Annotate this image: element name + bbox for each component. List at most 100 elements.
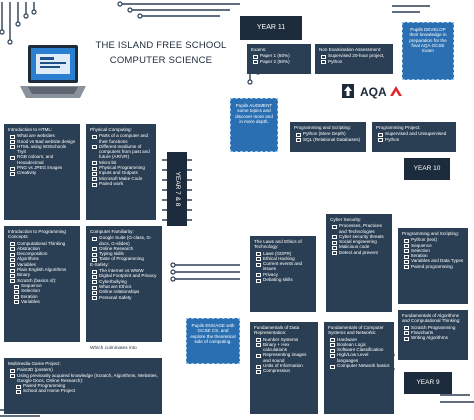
list-item: High/Low Level languages	[328, 352, 390, 363]
list-item: Software Classification	[328, 347, 390, 354]
list-item: Current events and issues	[254, 261, 312, 272]
list-item: Units of Information	[254, 363, 314, 370]
list-item: Supervised 20-hour project,	[319, 53, 389, 60]
list-item: Computational Thinking	[8, 241, 76, 247]
panel-title: Programming and Scripting:	[402, 231, 459, 236]
list-item: Iteration	[12, 294, 76, 300]
list-item: Boolean Logic	[328, 342, 390, 348]
list-item: Personal Safety	[90, 295, 158, 301]
title-line-1: THE ISLAND FREE SCHOOL	[95, 40, 227, 51]
list-item: Paper 2 (50%)	[251, 59, 307, 65]
nea-panel: Non Examination Assessment: Supervised 2…	[315, 44, 393, 74]
pupils-augment-callout: Pupils AUGMENT some topics and discover …	[230, 98, 278, 152]
list-item: What are websites	[8, 133, 76, 140]
list-item: Inputs and Outputs	[90, 170, 152, 177]
list-item: Writing Algorithms	[402, 335, 464, 342]
list-item: Variables	[8, 262, 76, 268]
algorithms-panel: Fundamentals of Algorithms and Computati…	[398, 310, 468, 360]
list-item: Paint3D (posters)	[8, 367, 158, 374]
list-item: What are Ethics	[90, 284, 158, 290]
list-item: Debating skills	[254, 277, 312, 284]
list-item: Variables	[12, 299, 76, 305]
list-item: Online relationships	[90, 289, 158, 296]
laptop-illustration	[20, 45, 86, 98]
list-item: Iteration	[402, 253, 464, 260]
panel-title: Physical Computing:	[90, 127, 132, 132]
list-item: Cyberbullying	[90, 279, 158, 285]
list-item: Computer Network basics	[328, 363, 390, 370]
list-item: Hardware	[328, 337, 390, 343]
intro-html-panel: Introduction to HTML: What are websites …	[4, 124, 80, 220]
list-item: Laws (GDPR)	[254, 251, 312, 257]
panel-title: Multimedia Game Project:	[8, 361, 61, 366]
list-item: Python (More Depth)	[294, 131, 362, 138]
list-item: Sequence	[402, 243, 464, 249]
list-item: Paper 1 (50%)	[251, 53, 307, 60]
cyber-security-panel: Cyber Security: Processes, Practices and…	[326, 214, 392, 312]
list-item: Digital Footprint and Privacy	[90, 273, 158, 280]
panel-title: Fundamentals of Algorithms and Computati…	[402, 313, 461, 324]
pupils-develop-callout: Pupils DEVELOP their knowledge in prepar…	[402, 22, 454, 80]
list-item: Binary	[8, 272, 76, 279]
list-item: Python	[376, 137, 452, 143]
panel-title: Fundamentals of Data Representation:	[254, 325, 300, 336]
list-item: School and Home Project	[14, 388, 158, 395]
list-item: Algorithms	[8, 256, 76, 263]
list-item: Parts of a computer and their functions	[90, 133, 152, 144]
chip-icon	[162, 152, 192, 226]
year-7-8-tag: YEAR 7 & 8	[174, 171, 181, 207]
list-item: Different mediums of computers from past…	[90, 144, 152, 160]
list-item: Flowcharts	[402, 330, 464, 336]
nea-title: Non Examination Assessment:	[319, 47, 382, 52]
panel-title: The Laws and Ethics of Technology:	[254, 239, 302, 250]
physical-computing-panel: Physical Computing: Parts of a computer …	[86, 124, 156, 220]
list-item: Selection	[12, 288, 76, 295]
list-item: Scratch Programming	[402, 325, 464, 331]
intro-programming-panel: Introduction to Programming Concepts: Co…	[4, 226, 80, 342]
list-item: Privacy	[254, 272, 312, 278]
fundamentals-data-panel: Fundamentals of Data Representation: Num…	[250, 322, 318, 414]
aqa-logo: AQA	[360, 83, 404, 99]
list-item: Abstraction	[8, 246, 76, 252]
list-item: Physical Programming	[90, 165, 152, 172]
panel-title: Programming and Scripting:	[294, 125, 351, 130]
list-item: Online Research	[90, 246, 158, 252]
list-item: Paired work	[90, 181, 152, 187]
arrow-up-icon	[342, 84, 354, 98]
list-item: Sequence	[12, 283, 76, 289]
list-item: Using previously acquired knowledge (Scr…	[8, 373, 158, 384]
list-item: Good vs Bad website design	[8, 139, 76, 145]
list-item: Python	[319, 59, 389, 65]
list-item: Supervised and Unsupervised	[376, 131, 452, 138]
aqa-logo-text: AQA	[360, 85, 387, 99]
fundamentals-systems-panel: Fundamentals of Computer Systems and Net…	[324, 322, 394, 414]
list-item: Creativity	[8, 170, 76, 177]
list-item: Social engineering	[330, 239, 388, 246]
panel-title: Cyber Security:	[330, 217, 362, 222]
exams-panel: Exams: Paper 1 (50%) Paper 2 (50%)	[247, 44, 311, 74]
list-item: HTML using W3Schools Tryit	[8, 144, 76, 155]
page-title: THE ISLAND FREE SCHOOL COMPUTER SCIENCE	[76, 40, 246, 66]
list-item: Python (text)	[402, 237, 464, 244]
list-item: The internet vs WWW	[90, 268, 158, 275]
list-item: Decomposition	[8, 251, 76, 258]
list-item: Compression	[254, 368, 314, 375]
list-item: Paired programming	[402, 264, 464, 270]
list-item: Taste of Programming	[90, 256, 158, 263]
list-item: PNG vs JPEG images	[8, 165, 76, 172]
panel-title: Introduction to Programming Concepts:	[8, 229, 66, 240]
list-item: Cyber security threats	[330, 234, 388, 240]
list-item: Paired Programming	[14, 383, 158, 390]
list-item: Plain English Algorithms	[8, 267, 76, 274]
list-item: Typing skills	[90, 251, 158, 258]
list-item: Selection	[402, 248, 464, 254]
panel-title: Fundamentals of Computer Systems and Net…	[328, 325, 384, 336]
esafety-title: E-Safety:	[90, 261, 109, 267]
panel-title: Programming Project:	[376, 125, 421, 130]
list-item: SQL (Relational Databases)	[294, 137, 362, 143]
list-item: Processes, Practices and Technologies	[330, 223, 388, 234]
computer-familiarity-panel: Computer Familiarity: Google Suite (G-cl…	[86, 226, 162, 342]
laws-ethics-panel: The Laws and Ethics of Technology: Laws …	[250, 236, 316, 312]
culminates-text: Which culminates into	[90, 346, 137, 351]
list-item: Ethical Hacking	[254, 256, 312, 262]
